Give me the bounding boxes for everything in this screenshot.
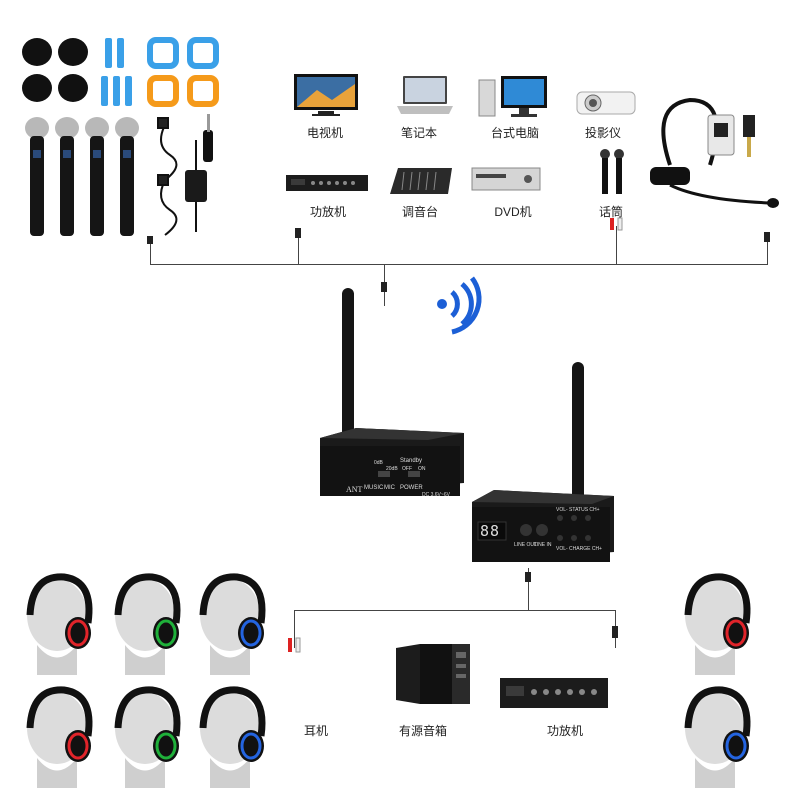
dvd-icon — [471, 167, 541, 191]
accessories-group — [15, 30, 235, 250]
amplifier-source-label: 功放机 — [309, 205, 346, 219]
transmitter-body — [320, 288, 464, 496]
headphone-red-icon — [27, 577, 91, 675]
mixer-icon — [390, 168, 452, 194]
bottom-drop-left — [294, 610, 295, 648]
line-in-label: LINE IN — [534, 542, 552, 548]
receiver-dongles — [185, 114, 213, 232]
drop-left-1 — [150, 240, 151, 264]
accessories-illustration — [22, 37, 219, 236]
color-rings-blue — [101, 38, 132, 106]
headphone-green-icon — [115, 577, 179, 675]
laptop-label: 笔记本 — [400, 126, 437, 140]
anti-roll-rings — [147, 37, 219, 107]
bottom-bus-line — [294, 610, 616, 611]
amplifier-output-label: 功放机 — [546, 724, 583, 738]
headphone-red-icon — [27, 690, 91, 788]
jack-plug-icon — [147, 236, 153, 244]
headset-mic-icon — [650, 97, 779, 208]
rca-plug-icon — [610, 217, 623, 231]
amplifier-icon — [286, 175, 368, 191]
tv-icon — [294, 74, 358, 116]
drop-from-receiver — [528, 568, 529, 610]
headphone-red-icon — [685, 577, 749, 675]
vol-charge-label: VOL- CHARGE CH+ — [556, 546, 602, 552]
receiver-body — [472, 362, 614, 562]
db0-label: 0dB — [374, 460, 383, 466]
foam-windscreens — [22, 38, 88, 102]
wired-mic-icon — [600, 149, 624, 194]
wired-mic-label: 话筒 — [598, 205, 623, 219]
standby-label: Standby — [400, 458, 423, 464]
mixer-label: 调音台 — [401, 205, 438, 219]
wifi-signal-icon — [437, 276, 482, 335]
laptop-icon — [397, 76, 453, 114]
rca-plug-icon — [288, 637, 301, 653]
drop-mic — [616, 226, 617, 264]
active-speaker-label: 有源音箱 — [398, 724, 447, 738]
dc-label: DC 3.6V~6V — [422, 492, 450, 498]
headphone-blue-icon — [200, 577, 264, 675]
drop-headset — [767, 236, 768, 264]
speaker-icon — [396, 644, 470, 704]
vol-status-label: VOL- STATUS CH+ — [556, 507, 600, 513]
usb-cables — [157, 117, 178, 236]
mic-label: MIC — [384, 485, 395, 491]
db20-label: 20dB — [386, 466, 398, 472]
jack-plug-icon — [381, 282, 387, 292]
power-label: POWER — [400, 485, 423, 491]
handheld-mics — [25, 117, 139, 236]
off-label: OFF — [402, 466, 412, 472]
jack-plug-icon — [612, 626, 618, 638]
transmitter-unit: ANT MUSIC MIC POWER Standby 0dB 20dB OFF… — [316, 288, 466, 503]
amplifier-icon — [500, 678, 608, 708]
desktop-label: 台式电脑 — [490, 126, 539, 140]
headphones-label: 耳机 — [303, 724, 328, 738]
ant-label: ANT — [346, 485, 363, 494]
jack-plug-icon — [525, 572, 531, 582]
desktop-icon — [478, 76, 547, 117]
line-out-label: LINE OUT — [514, 542, 538, 548]
jack-plug-icon — [764, 232, 770, 242]
music-label: MUSIC — [364, 485, 384, 491]
headphone-blue-icon — [200, 690, 264, 788]
dvd-label: DVD机 — [494, 205, 532, 219]
projector-icon — [576, 91, 636, 115]
on-label: ON — [418, 466, 426, 472]
receiver-display: 88 — [480, 522, 501, 540]
headphone-blue-icon — [685, 690, 749, 788]
tv-label: 电视机 — [306, 126, 343, 140]
jack-plug-icon — [295, 228, 301, 238]
projector-label: 投影仪 — [584, 126, 621, 140]
drop-left-2 — [298, 236, 299, 264]
top-bus-line — [150, 264, 768, 265]
headphone-green-icon — [115, 690, 179, 788]
receiver-unit: 88 VOL- STATUS CH+ VOL- CHARGE CH+ LINE … — [464, 362, 616, 568]
